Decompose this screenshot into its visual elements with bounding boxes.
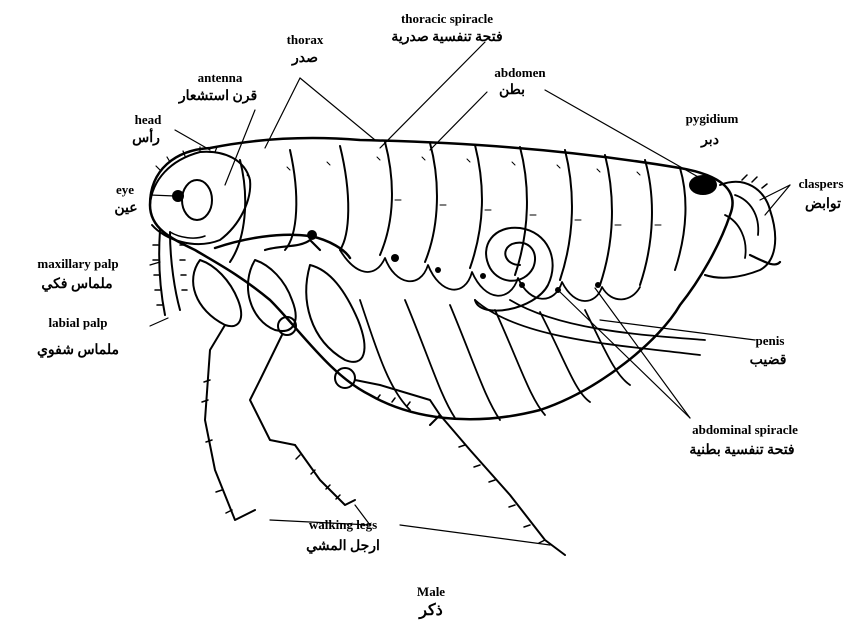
abdomen-segments (247, 142, 705, 420)
maxillary-palp-label: maxillary palp (37, 257, 118, 270)
eye-label: eye (116, 183, 134, 196)
pygidium-label: pygidium (686, 112, 739, 125)
pygidium-label-ar: دبر (701, 134, 719, 148)
walking-legs-label-ar: ارجل المشي (306, 540, 380, 554)
body-outline (150, 138, 733, 419)
labial-palp-label: labial palp (49, 316, 108, 329)
abdominal-spiracle-label: abdominal spiracle (692, 423, 798, 436)
thoracic-spiracle-label: thoracic spiracle (401, 12, 493, 25)
eye-label-ar: عين (114, 202, 137, 216)
claspers-label-ar: توابض (805, 198, 841, 212)
legs (193, 260, 565, 555)
head-label: head (135, 113, 162, 126)
maxillary-palp-label-ar: ملماس فكي (41, 278, 112, 292)
caption-label: Male (417, 585, 445, 598)
claspers-label: claspers (799, 177, 844, 190)
pygidium-claspers (689, 175, 780, 278)
head-label-ar: رأس (132, 132, 160, 146)
antenna-groove (182, 180, 212, 220)
thorax-label-ar: صدر (292, 52, 318, 66)
abdomen-label-ar: بطن (499, 84, 525, 98)
pygidium-mark (689, 175, 717, 195)
abdomen-label: abdomen (494, 66, 545, 79)
caption-label-ar: ذكر (419, 603, 443, 619)
thoracic-spiracle-label-ar: فتحة تنفسية صدرية (391, 31, 502, 45)
antenna-label-ar: قرن استشعار (179, 90, 257, 104)
antenna-label: antenna (198, 71, 243, 84)
labial-palp-label-ar: ملماس شفوي (37, 344, 119, 358)
abdominal-spiracle-label-ar: فتحة تنفسية بطنية (689, 444, 794, 458)
penis-label-ar: قضيب (750, 354, 787, 368)
thorax-label: thorax (287, 33, 324, 46)
walking-legs-label: walking legs (309, 518, 377, 531)
thorax-segments (215, 146, 350, 262)
penis-label: penis (756, 334, 785, 347)
